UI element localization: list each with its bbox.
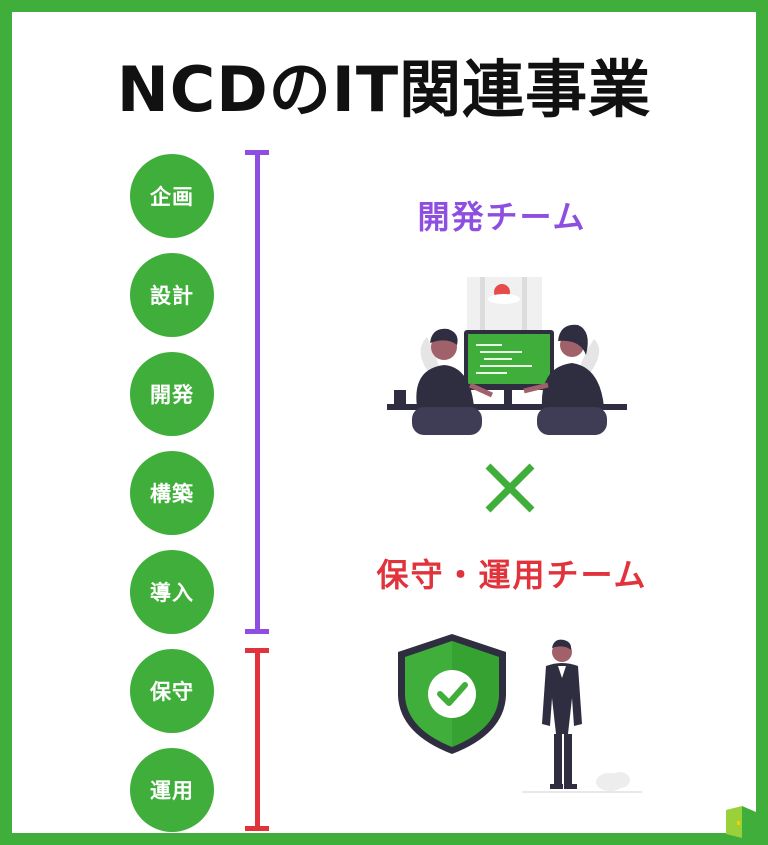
businessman-illustration [522,639,642,793]
shield-check-icon [398,634,506,754]
step-construction: 構築 [130,451,214,535]
logo-icon [726,806,756,838]
step-maintenance: 保守 [130,649,214,733]
times-icon [485,463,535,513]
step-development: 開発 [130,352,214,436]
step-design: 設計 [130,253,214,337]
ops-team-label: 保守・運用チーム [376,556,648,594]
dev-team-label: 開発チーム [417,198,587,236]
step-introduction: 導入 [130,550,214,634]
page-title: NCDのIT関連事業 [116,53,652,126]
step-planning: 企画 [130,154,214,238]
step-operation: 運用 [130,748,214,832]
developers-at-computer-illustration [387,277,627,435]
